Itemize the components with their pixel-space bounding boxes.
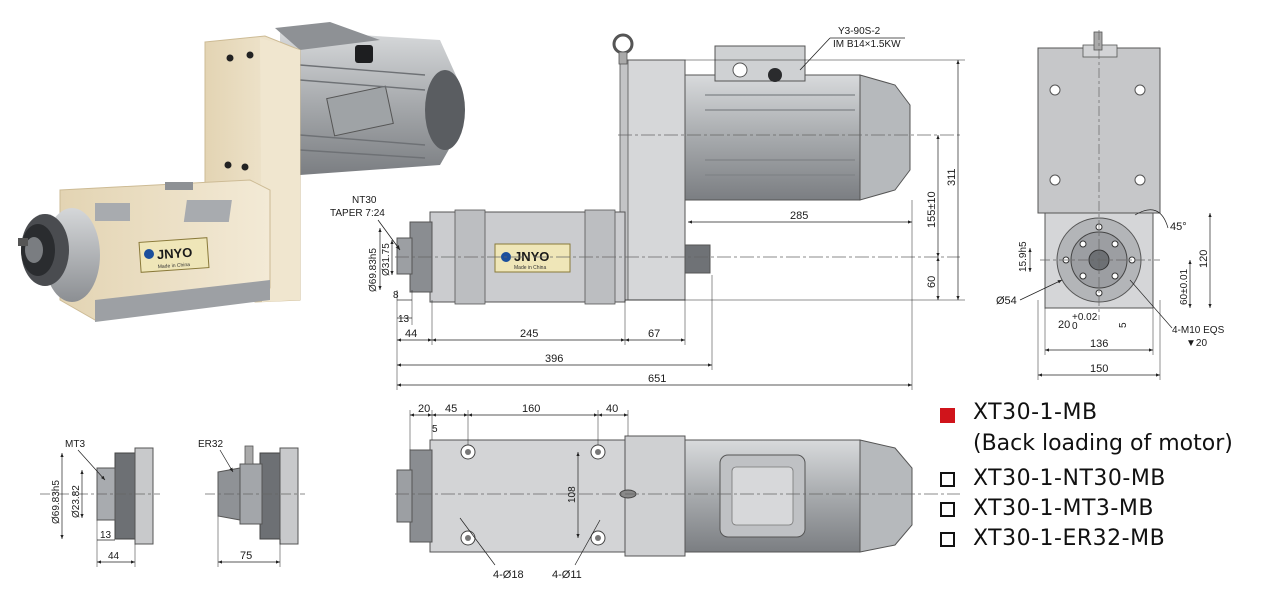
dim-245: 245 xyxy=(520,328,538,340)
variant-option[interactable]: XT30-1-MT3-MB xyxy=(940,494,1280,524)
dim-13: 13 xyxy=(398,314,410,325)
mt3-drawing: MT3 Ø69.83h5 Ø23.82 13 44 xyxy=(40,439,160,567)
er32-dim-75: 75 xyxy=(240,550,252,562)
front-view-drawing: 45° 15.9h5 120 60±0.01 Ø54 20 +0.02 0 5 … xyxy=(996,30,1225,380)
product-photo: JNYO Made in China xyxy=(18,22,465,322)
checkbox-empty-icon[interactable] xyxy=(940,472,955,487)
variant-legend: XT30-1-MB (Back loading of motor) XT30-1… xyxy=(940,400,1280,554)
dim-311: 311 xyxy=(946,168,958,186)
thread-depth: ▼20 xyxy=(1186,338,1207,349)
key-dim: 15.9h5 xyxy=(1018,241,1029,272)
motor-model: Y3-90S-2 xyxy=(838,26,881,37)
dim-60: 60 xyxy=(926,276,938,288)
motor-spec: IM B14×1.5KW xyxy=(833,39,901,50)
brand-tagline-side: Made in China xyxy=(514,265,546,271)
er32-drawing: ER32 75 xyxy=(198,439,305,567)
checkbox-empty-icon[interactable] xyxy=(940,502,955,517)
top-view-drawing: 20 45 160 40 5 108 4-Ø18 4-Ø11 xyxy=(395,403,960,581)
variant-code: XT30-1-NT30-MB xyxy=(973,466,1166,491)
dim-d54: Ø54 xyxy=(996,295,1017,307)
spindle-od-dim: Ø69.83h5 xyxy=(368,248,379,292)
mt3-label: MT3 xyxy=(65,439,85,450)
top-dim-5: 5 xyxy=(432,424,438,435)
top-dim-108: 108 xyxy=(567,486,578,503)
top-dim-160: 160 xyxy=(522,403,540,415)
variant-option[interactable]: XT30-1-NT30-MB xyxy=(940,464,1280,494)
variant-note: (Back loading of motor) xyxy=(973,431,1233,456)
mt3-dim-44: 44 xyxy=(108,551,120,562)
motor-render xyxy=(275,22,465,175)
eye-bolt-icon xyxy=(612,33,634,55)
dim-67: 67 xyxy=(648,328,660,340)
checkbox-empty-icon[interactable] xyxy=(940,532,955,547)
variant-option[interactable]: XT30-1-MB (Back loading of motor) xyxy=(940,400,1280,464)
dim-120: 120 xyxy=(1198,250,1210,268)
holes-small-callout: 4-Ø18 xyxy=(493,569,524,581)
top-dim-20: 20 xyxy=(418,403,430,415)
top-dim-40: 40 xyxy=(606,403,618,415)
brand-plate: JNYO Made in China xyxy=(138,237,210,273)
dim-5-front: 5 xyxy=(1118,322,1129,328)
dim-8: 8 xyxy=(393,290,399,301)
variant-option[interactable]: XT30-1-ER32-MB xyxy=(940,524,1280,554)
dim-60-front: 60±0.01 xyxy=(1179,268,1190,305)
nt30-label: NT30 xyxy=(352,195,377,206)
mt3-od: Ø69.83h5 xyxy=(51,480,62,524)
er32-label: ER32 xyxy=(198,439,223,450)
variant-code: XT30-1-MT3-MB xyxy=(973,496,1154,521)
dim-20-tol-hi: +0.02 xyxy=(1072,312,1098,323)
mt3-dim-13: 13 xyxy=(100,530,112,541)
variant-code: XT30-1-MB xyxy=(973,400,1098,425)
bore-dim: Ø31.75 xyxy=(381,243,392,276)
dim-285: 285 xyxy=(790,210,808,222)
spindle-nose-render xyxy=(18,208,100,302)
taper-label: TAPER 7:24 xyxy=(330,208,385,219)
dim-150: 150 xyxy=(1090,363,1108,375)
brand-logo-side: JNYO xyxy=(514,249,549,264)
mt3-bore: Ø23.82 xyxy=(71,485,82,518)
checkbox-checked-icon[interactable] xyxy=(940,408,955,423)
dim-155: 155±10 xyxy=(926,191,938,228)
dim-20-front: 20 xyxy=(1058,319,1070,331)
dim-44: 44 xyxy=(405,328,417,340)
dim-20-tol-lo: 0 xyxy=(1072,321,1078,332)
variant-code: XT30-1-ER32-MB xyxy=(973,526,1166,551)
angle-dim: 45° xyxy=(1170,221,1187,233)
thread-callout: 4-M10 EQS xyxy=(1172,325,1225,336)
dim-136: 136 xyxy=(1090,338,1108,350)
brand-tagline: Made in China xyxy=(158,262,191,270)
brand-logo: JNYO xyxy=(156,245,192,262)
dim-396: 396 xyxy=(545,353,563,365)
dim-651: 651 xyxy=(648,373,666,385)
top-dim-45: 45 xyxy=(445,403,457,415)
holes-large-callout: 4-Ø11 xyxy=(552,569,582,581)
side-view-drawing: JNYO Made in China Y3-90S-2 IM B14×1.5KW… xyxy=(330,26,965,390)
